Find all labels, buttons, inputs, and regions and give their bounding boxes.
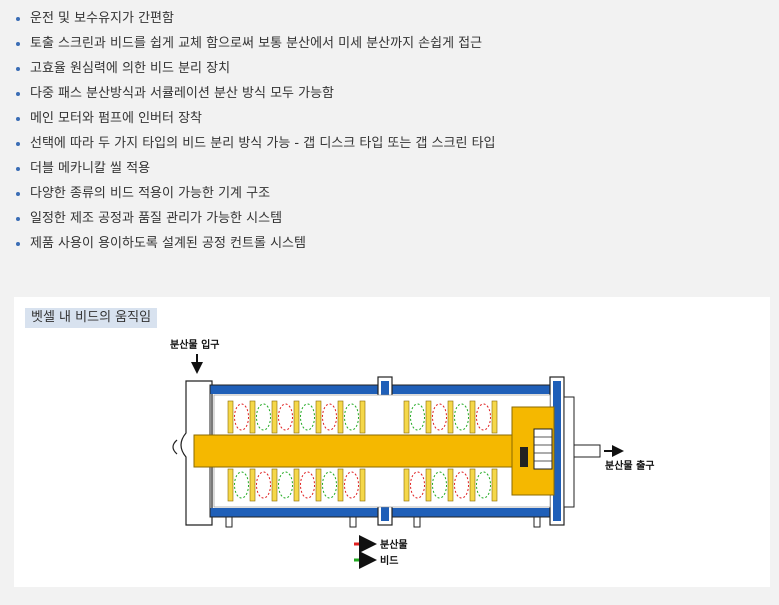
feature-list: 운전 및 보수유지가 간편함 토출 스크린과 비드를 쉽게 교체 함으로써 보통… (14, 6, 764, 256)
agitator-disk (447, 400, 454, 434)
feature-item: 토출 스크린과 비드를 쉽게 교체 함으로써 보통 분산에서 미세 분산까지 손… (14, 31, 764, 56)
flow-loop (300, 403, 315, 431)
bead-flow-loops (234, 403, 491, 499)
feature-item: 더블 메카니칼 씰 적용 (14, 156, 764, 181)
agitator-disk (293, 468, 300, 502)
feature-item: 메인 모터와 펌프에 인버터 장착 (14, 106, 764, 131)
flow-loop (322, 471, 337, 499)
flow-loop (410, 471, 425, 499)
feature-item: 제품 사용이 용이하도록 설계된 공정 컨트롤 시스템 (14, 231, 764, 256)
outlet-label: 분산물 출구 (605, 459, 654, 472)
agitator-disk (271, 468, 278, 502)
agitator-disk (315, 400, 322, 434)
flow-loop (476, 471, 491, 499)
vessel-foot (225, 516, 233, 528)
agitator-disk (403, 468, 410, 502)
agitator-shaft (193, 434, 540, 468)
flow-loop (476, 403, 491, 431)
vessel-foot (533, 516, 541, 528)
agitator-disk (249, 400, 256, 434)
agitator-disk (491, 400, 498, 434)
gap-screen (533, 428, 553, 470)
agitator-disk (403, 400, 410, 434)
flow-loop (278, 471, 293, 499)
feature-item: 운전 및 보수유지가 간편함 (14, 6, 764, 31)
flow-loop (300, 471, 315, 499)
legend: 분산물 비드 (354, 535, 408, 569)
feature-item: 선택에 따라 두 가지 타입의 비드 분리 방식 가능 - 갭 디스크 타입 또… (14, 131, 764, 156)
diagram-title: 벳셀 내 비드의 움직임 (25, 308, 158, 328)
flow-loop (278, 403, 293, 431)
agitator-disk (447, 468, 454, 502)
flow-loop (454, 471, 469, 499)
agitator-disk (249, 468, 256, 502)
flow-loop (454, 403, 469, 431)
agitator-disk (227, 400, 234, 434)
feature-item: 다중 패스 분산방식과 서큘레이션 분산 방식 모두 가능함 (14, 81, 764, 106)
flow-loop (234, 471, 249, 499)
feature-item: 다양한 종류의 비드 적용이 가능한 기계 구조 (14, 181, 764, 206)
legend-label: 비드 (380, 554, 398, 567)
agitator-disk (293, 400, 300, 434)
agitator-disk (359, 400, 366, 434)
agitator-disk (337, 400, 344, 434)
flow-loop (234, 403, 249, 431)
agitator-disk (469, 468, 476, 502)
flow-loop (322, 403, 337, 431)
agitator-disk (271, 400, 278, 434)
agitator-disks (227, 400, 498, 502)
diagram-panel: 벳셀 내 비드의 움직임 분산물 입구 (14, 297, 770, 587)
agitator-disk (315, 468, 322, 502)
feature-item: 일정한 제조 공정과 품질 관리가 가능한 시스템 (14, 206, 764, 231)
flow-loop (344, 471, 359, 499)
agitator-disk (227, 468, 234, 502)
vessel-foot (413, 516, 421, 528)
flow-loop (410, 403, 425, 431)
agitator-disk (337, 468, 344, 502)
feature-item: 고효율 원심력에 의한 비드 분리 장치 (14, 56, 764, 81)
flow-loop (256, 403, 271, 431)
agitator-disk (425, 468, 432, 502)
bead-mill-diagram: 분산물 입구 분산물 출구 (170, 338, 654, 569)
flow-loop (256, 471, 271, 499)
agitator-disk (359, 468, 366, 502)
inlet-label: 분산물 입구 (170, 338, 219, 351)
agitator-disk (425, 400, 432, 434)
vessel-foot (349, 516, 357, 528)
flow-loop (432, 471, 447, 499)
flow-loop (432, 403, 447, 431)
flow-loop (344, 403, 359, 431)
legend-label: 분산물 (380, 538, 408, 551)
agitator-disk (469, 400, 476, 434)
agitator-disk (491, 468, 498, 502)
